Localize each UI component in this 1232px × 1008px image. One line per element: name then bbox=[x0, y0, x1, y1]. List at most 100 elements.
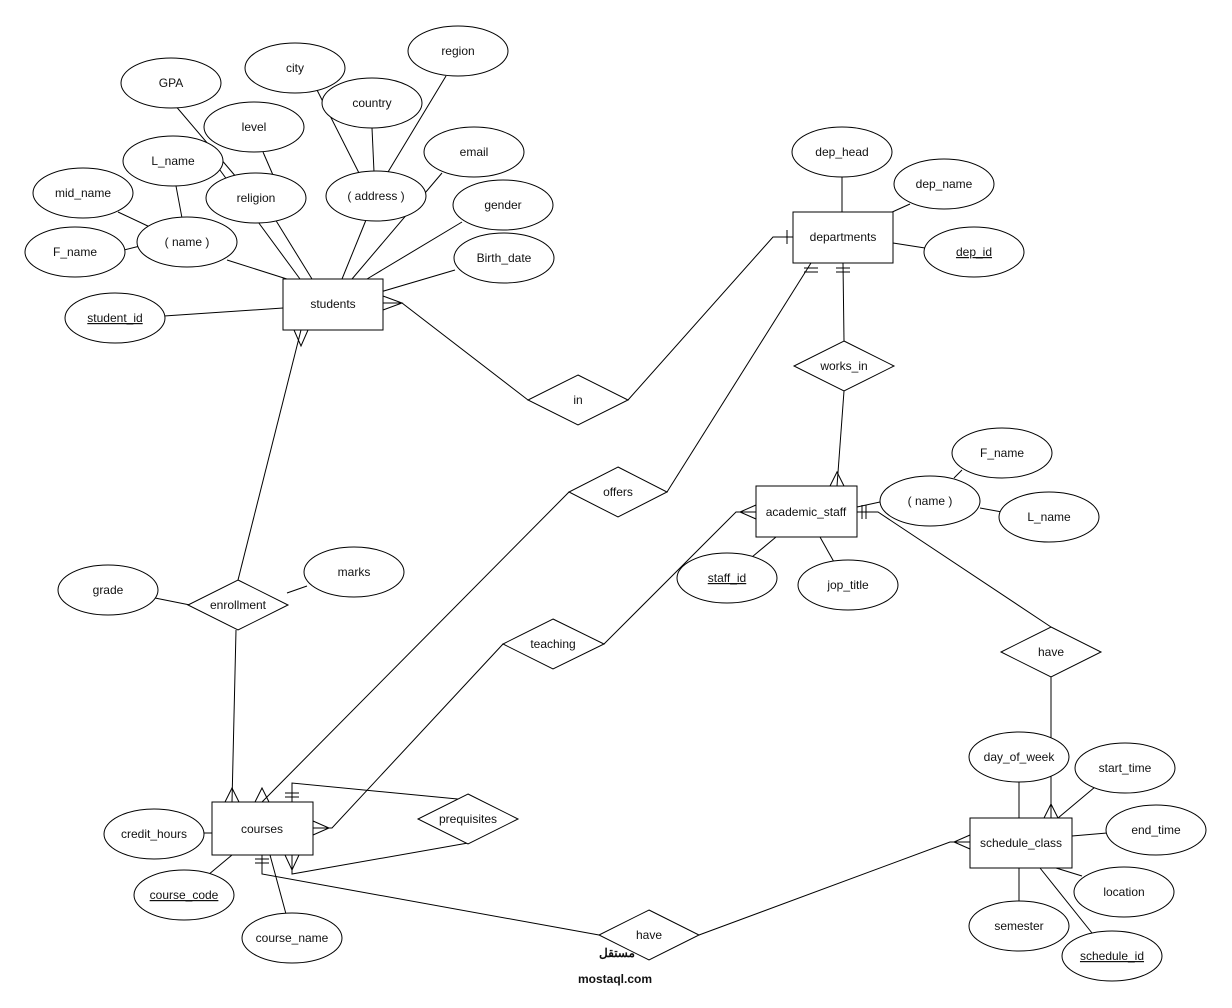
relationship-works-in[interactable]: works_in bbox=[792, 340, 896, 392]
attribute-staff-fname[interactable]: F_name bbox=[951, 427, 1053, 479]
entity-academic-staff[interactable]: academic_staff bbox=[755, 485, 858, 538]
entity-departments-box[interactable] bbox=[792, 211, 894, 264]
attribute-student-fname[interactable]: F_name bbox=[24, 226, 126, 278]
relationship-prequisites-shape[interactable] bbox=[416, 793, 520, 845]
relationship-offers[interactable]: offers bbox=[567, 466, 669, 518]
attribute-student-name-shape[interactable] bbox=[136, 216, 238, 268]
attribute-schedule-id-label: schedule_id bbox=[1080, 949, 1144, 963]
attribute-start-time-shape[interactable] bbox=[1074, 742, 1176, 794]
attribute-country-shape[interactable] bbox=[321, 77, 423, 129]
attribute-schedule-id-shape[interactable] bbox=[1061, 930, 1163, 982]
attribute-city[interactable]: city bbox=[244, 42, 346, 94]
attribute-dep-id-shape[interactable] bbox=[923, 226, 1025, 278]
attribute-course-code-shape[interactable] bbox=[133, 869, 235, 921]
entity-courses-box[interactable] bbox=[211, 801, 314, 856]
attribute-region-shape[interactable] bbox=[407, 25, 509, 77]
relationship-works-in-shape[interactable] bbox=[792, 340, 896, 392]
entity-academic-staff-box[interactable] bbox=[755, 485, 858, 538]
attribute-level-shape[interactable] bbox=[203, 101, 305, 153]
attribute-end-time[interactable]: end_time bbox=[1105, 804, 1207, 856]
attribute-mid-name-shape[interactable] bbox=[32, 167, 134, 219]
edge-students-in bbox=[383, 302, 529, 401]
attribute-jop-title[interactable]: jop_title bbox=[797, 559, 899, 611]
relationship-offers-shape[interactable] bbox=[567, 466, 669, 518]
attribute-gender-shape[interactable] bbox=[452, 179, 554, 231]
attribute-staff-fname-shape[interactable] bbox=[951, 427, 1053, 479]
attribute-location-shape[interactable] bbox=[1073, 866, 1175, 918]
attribute-staff-lname[interactable]: L_name bbox=[998, 491, 1100, 543]
attribute-jop-title-shape[interactable] bbox=[797, 559, 899, 611]
attribute-address-shape[interactable] bbox=[325, 170, 427, 222]
relationship-have-staff-schedule[interactable]: have bbox=[999, 626, 1103, 678]
entity-courses[interactable]: courses bbox=[211, 801, 314, 856]
attribute-staff-id-shape[interactable] bbox=[676, 552, 778, 604]
relationship-enrollment-shape[interactable] bbox=[186, 579, 290, 631]
attribute-course-name[interactable]: course_name bbox=[241, 912, 343, 964]
attribute-credit-hours[interactable]: credit_hours bbox=[103, 808, 205, 860]
attribute-course-name-shape[interactable] bbox=[241, 912, 343, 964]
relationship-in-shape[interactable] bbox=[526, 374, 630, 426]
attribute-region[interactable]: region bbox=[407, 25, 509, 77]
relationship-have-staff-schedule-shape[interactable] bbox=[999, 626, 1103, 678]
relationship-prequisites[interactable]: prequisites bbox=[416, 793, 520, 845]
attribute-staff-name-shape[interactable] bbox=[879, 475, 981, 527]
attribute-schedule-id[interactable]: schedule_id bbox=[1061, 930, 1163, 982]
relationship-teaching[interactable]: teaching bbox=[501, 618, 606, 670]
attribute-staff-id[interactable]: staff_id bbox=[676, 552, 778, 604]
attribute-day-of-week[interactable]: day_of_week bbox=[968, 731, 1070, 783]
attribute-email[interactable]: email bbox=[423, 126, 525, 178]
attribute-gpa[interactable]: GPA bbox=[120, 57, 222, 109]
attribute-level[interactable]: level bbox=[203, 101, 305, 153]
relationship-teaching-shape[interactable] bbox=[501, 618, 606, 670]
attribute-start-time[interactable]: start_time bbox=[1074, 742, 1176, 794]
attribute-staff-lname-shape[interactable] bbox=[998, 491, 1100, 543]
edge-endtime-schedule bbox=[1071, 832, 1108, 837]
edge-country-address bbox=[371, 127, 375, 173]
edge-lname-name bbox=[175, 185, 183, 219]
attribute-location[interactable]: location bbox=[1073, 866, 1175, 918]
attribute-gpa-shape[interactable] bbox=[120, 57, 222, 109]
attribute-semester-shape[interactable] bbox=[968, 900, 1070, 952]
attribute-dep-id[interactable]: dep_id bbox=[923, 226, 1025, 278]
attribute-address[interactable]: ( address ) bbox=[325, 170, 427, 222]
attribute-credit-hours-shape[interactable] bbox=[103, 808, 205, 860]
relationship-enrollment[interactable]: enrollment bbox=[186, 579, 290, 631]
attribute-grade[interactable]: grade bbox=[57, 564, 159, 616]
attribute-day-of-week-shape[interactable] bbox=[968, 731, 1070, 783]
attribute-dep-head[interactable]: dep_head bbox=[791, 126, 893, 178]
attribute-course-code[interactable]: course_code bbox=[133, 869, 235, 921]
attribute-end-time-shape[interactable] bbox=[1105, 804, 1207, 856]
attribute-student-fname-shape[interactable] bbox=[24, 226, 126, 278]
entity-departments[interactable]: departments bbox=[792, 211, 894, 264]
attribute-dep-head-shape[interactable] bbox=[791, 126, 893, 178]
attribute-semester[interactable]: semester bbox=[968, 900, 1070, 952]
attribute-dep-name[interactable]: dep_name bbox=[893, 158, 995, 210]
entity-schedule-class[interactable]: schedule_class bbox=[969, 817, 1073, 869]
entity-students[interactable]: students bbox=[282, 278, 384, 331]
attribute-religion-shape[interactable] bbox=[205, 172, 307, 224]
relationship-have-course-schedule[interactable]: have bbox=[597, 909, 701, 961]
attribute-email-shape[interactable] bbox=[423, 126, 525, 178]
entity-schedule-class-box[interactable] bbox=[969, 817, 1073, 869]
attribute-student-lname-shape[interactable] bbox=[122, 135, 224, 187]
attribute-marks-shape[interactable] bbox=[303, 546, 405, 598]
attribute-marks[interactable]: marks bbox=[303, 546, 405, 598]
attribute-religion[interactable]: religion bbox=[205, 172, 307, 224]
relationship-in[interactable]: in bbox=[526, 374, 630, 426]
attribute-country[interactable]: country bbox=[321, 77, 423, 129]
attribute-student-id[interactable]: student_id bbox=[64, 292, 166, 344]
attribute-birth-date-shape[interactable] bbox=[453, 232, 555, 284]
attribute-birth-date[interactable]: Birth_date bbox=[453, 232, 555, 284]
attribute-student-id-shape[interactable] bbox=[64, 292, 166, 344]
attribute-gender[interactable]: gender bbox=[452, 179, 554, 231]
attribute-student-name[interactable]: ( name ) bbox=[136, 216, 238, 268]
entity-students-box[interactable] bbox=[282, 278, 384, 331]
attribute-grade-shape[interactable] bbox=[57, 564, 159, 616]
attribute-level-label: level bbox=[242, 120, 267, 134]
attribute-city-shape[interactable] bbox=[244, 42, 346, 94]
attribute-staff-name[interactable]: ( name ) bbox=[879, 475, 981, 527]
attribute-student-lname[interactable]: L_name bbox=[122, 135, 224, 187]
relationship-have-course-schedule-shape[interactable] bbox=[597, 909, 701, 961]
attribute-mid-name[interactable]: mid_name bbox=[32, 167, 134, 219]
attribute-dep-name-shape[interactable] bbox=[893, 158, 995, 210]
